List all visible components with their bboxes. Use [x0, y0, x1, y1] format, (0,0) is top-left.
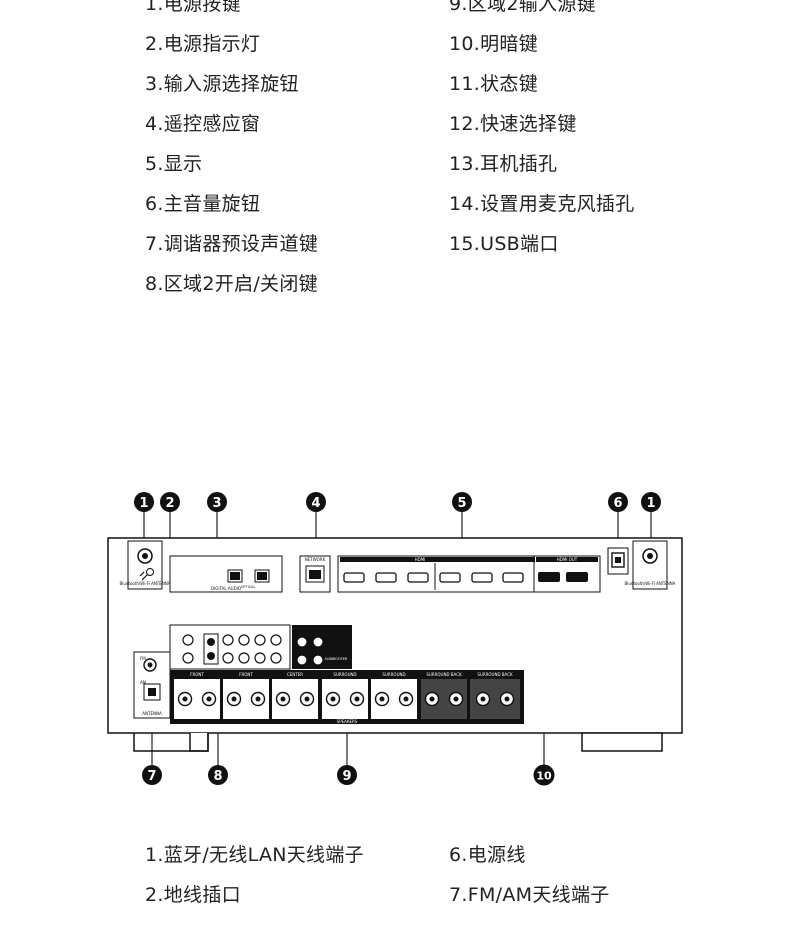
digital-audio-block: DIGITAL AUDIO OPTICAL [169, 555, 283, 593]
list-item: 3.输入源选择旋钮 [145, 73, 299, 95]
list-item: 4.遥控感应窗 [145, 113, 261, 135]
svg-text:5: 5 [457, 496, 466, 511]
front-panel-list-right: 9.区域2输入源键 10.明暗键 11.状态键 12.快速选择键 13.耳机插孔… [449, 0, 635, 274]
hdmi-label: HDMI [415, 557, 426, 562]
callouts-top: 1 2 3 4 5 6 1 [134, 492, 661, 512]
hdmi-out-label: HDMI OUT [557, 557, 578, 562]
svg-text:10: 10 [536, 770, 552, 783]
callout-3: 3 [207, 492, 227, 512]
optical-label: OPTICAL [241, 585, 256, 589]
power-cord [607, 547, 629, 575]
list-item: 13.耳机插孔 [449, 153, 558, 175]
list-item: 8.区域2开启/关闭键 [145, 273, 318, 295]
am-label: AM [140, 680, 147, 685]
front-label: FRONT [190, 672, 204, 677]
fm-label: FM [140, 656, 146, 661]
list-item: 12.快速选择键 [449, 113, 577, 135]
surround-label: SURROUND [382, 672, 405, 677]
surround-label: SURROUND [333, 672, 356, 677]
callout-1: 1 [134, 492, 154, 512]
audio-input-block [169, 624, 291, 670]
front-panel-list-left: 1.电源按键 2.电源指示灯 3.输入源选择旋钮 4.遥控感应窗 5.显示 6.… [145, 0, 318, 314]
front-label: FRONT [239, 672, 253, 677]
rear-panel-list-right: 6.电源线 7.FM/AM天线端子 [449, 845, 610, 925]
list-item: 2.电源指示灯 [145, 33, 261, 55]
svg-text:1: 1 [646, 496, 655, 511]
svg-text:2: 2 [165, 496, 174, 511]
callout-8: 8 [208, 765, 228, 785]
callout-7: 7 [142, 765, 162, 785]
surround-back-label: SURROUND BACK [426, 672, 462, 677]
list-item: 2.地线插口 [145, 884, 241, 906]
list-item: 1.蓝牙/无线LAN天线端子 [145, 844, 364, 866]
list-item: 7.FM/AM天线端子 [449, 884, 610, 906]
list-item: 14.设置用麦克风插孔 [449, 193, 635, 215]
list-item: 9.区域2输入源键 [449, 0, 596, 15]
callout-10: 10 [533, 764, 555, 786]
list-item: 5.显示 [145, 153, 203, 175]
subwoofer-label: SUBWOOFER [325, 657, 348, 661]
svg-text:9: 9 [342, 769, 351, 784]
antenna-label: Bluetooth/Wi-Fi ANTENNA [120, 581, 171, 586]
fm-am-label: ANTENNA [142, 711, 162, 716]
svg-text:3: 3 [212, 496, 221, 511]
surround-back-label: SURROUND BACK [477, 672, 513, 677]
callout-4: 4 [306, 492, 326, 512]
speakers-label: SPEAKERS [337, 719, 358, 724]
rear-panel-diagram: Bluetooth/Wi-Fi ANTENNA Bluetooth/Wi-Fi … [107, 492, 683, 786]
rear-panel-list-left: 1.蓝牙/无线LAN天线端子 2.地线插口 [145, 845, 364, 925]
svg-text:4: 4 [311, 496, 320, 511]
callout-5: 5 [452, 492, 472, 512]
network-port: NETWORK [299, 555, 331, 593]
callout-6: 6 [608, 492, 628, 512]
hdmi-block: HDMI HDMI OUT [337, 555, 601, 593]
center-label: CENTER [287, 672, 303, 677]
list-item: 7.调谐器预设声道键 [145, 233, 319, 255]
list-item: 15.USB端口 [449, 233, 559, 255]
svg-text:6: 6 [613, 496, 622, 511]
digital-audio-label: DIGITAL AUDIO [211, 586, 241, 591]
fm-am-antenna-block: FM AM ANTENNA [133, 651, 171, 719]
speaker-terminals: FRONT FRONT CENTER SURROUND SURROUND SUR… [170, 670, 524, 724]
ground-terminal [139, 568, 154, 581]
callouts-bottom: 7 8 9 10 [142, 764, 555, 786]
callout-1-right: 1 [641, 492, 661, 512]
callout-2: 2 [160, 492, 180, 512]
pre-out-block: SUBWOOFER [292, 625, 352, 669]
network-label: NETWORK [305, 557, 326, 562]
antenna-terminal-right: Bluetooth/Wi-Fi ANTENNA [625, 540, 676, 590]
svg-text:8: 8 [213, 769, 222, 784]
list-item: 11.状态键 [449, 73, 539, 95]
svg-text:1: 1 [139, 496, 148, 511]
list-item: 10.明暗键 [449, 33, 539, 55]
list-item: 6.电源线 [449, 844, 526, 866]
antenna-terminal-left: Bluetooth/Wi-Fi ANTENNA [120, 540, 171, 590]
antenna-label: Bluetooth/Wi-Fi ANTENNA [625, 581, 676, 586]
callout-9: 9 [337, 765, 357, 785]
foot-right [581, 732, 663, 752]
list-item: 6.主音量旋钮 [145, 193, 261, 215]
signal-ground [203, 633, 219, 665]
foot-left [189, 733, 209, 752]
list-item: 1.电源按键 [145, 0, 241, 15]
svg-text:7: 7 [147, 769, 156, 784]
